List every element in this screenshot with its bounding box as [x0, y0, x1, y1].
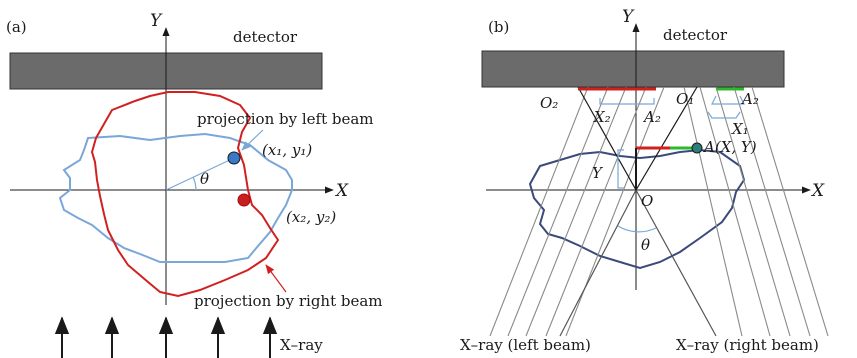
label-o1: O₁ — [676, 90, 694, 108]
beam-lines — [489, 86, 829, 337]
point-1-label: (x₁, y₁) — [262, 141, 312, 159]
y-axis-label-b: Y — [622, 7, 635, 27]
label-origin: O — [641, 192, 653, 210]
bracket-x1 — [707, 111, 741, 119]
radius-line-a — [165, 157, 235, 191]
projection-left-pointer — [241, 129, 264, 151]
theta-label-a: θ — [200, 170, 209, 188]
theta-label-b: θ — [641, 236, 650, 254]
detector-label-b: detector — [663, 26, 728, 44]
ray-origin-left — [559, 189, 637, 337]
label-y: Y — [592, 164, 604, 182]
x-axis-label-a: X — [334, 181, 349, 201]
detector-bar-b — [481, 50, 785, 88]
projection-left-label: projection by left beam — [197, 110, 374, 128]
theta-arc-b — [617, 225, 657, 233]
point-1-marker — [227, 151, 241, 165]
red-outline-a — [90, 91, 280, 298]
object-outline-b — [528, 148, 746, 270]
label-x2: X₂ — [593, 108, 611, 126]
projection-right-label: projection by right beam — [194, 292, 383, 310]
panel-a: (a) detector Y X θ (x₁, y₁) (x₂, y₂) pro… — [6, 11, 383, 358]
xray-right-label: X–ray (right beam) — [676, 336, 819, 354]
ray-origin-right — [635, 189, 717, 337]
point-2-label: (x₂, y₂) — [286, 208, 336, 226]
bracket-x2 — [599, 98, 655, 105]
xray-label-a: X–ray — [280, 336, 323, 354]
label-point-a: A(X, Y) — [702, 138, 757, 156]
theta-arc-a — [192, 176, 197, 191]
panel-b: (b) detector Y X — [460, 7, 829, 354]
projection-right-pointer — [265, 264, 287, 293]
bracket-y — [617, 149, 624, 189]
blue-outline-a — [58, 132, 293, 263]
panel-b-label: (b) — [488, 18, 509, 36]
label-o2: O₂ — [540, 94, 558, 112]
xray-left-label: X–ray (left beam) — [460, 336, 591, 354]
label-x1: X₁ — [731, 120, 749, 138]
ray-to-o2 — [577, 86, 637, 191]
y-axis-label-a: Y — [150, 11, 163, 31]
label-a2-right: A₂ — [740, 90, 759, 108]
detector-label-a: detector — [233, 28, 298, 46]
bracket-a2 — [711, 95, 745, 105]
ray-to-o1 — [635, 86, 698, 191]
x-axis-label-b: X — [810, 181, 825, 201]
point-2-marker — [237, 193, 251, 207]
point-a-marker — [691, 142, 703, 154]
panel-a-label: (a) — [6, 18, 27, 36]
label-a2-left: A₂ — [642, 108, 661, 126]
